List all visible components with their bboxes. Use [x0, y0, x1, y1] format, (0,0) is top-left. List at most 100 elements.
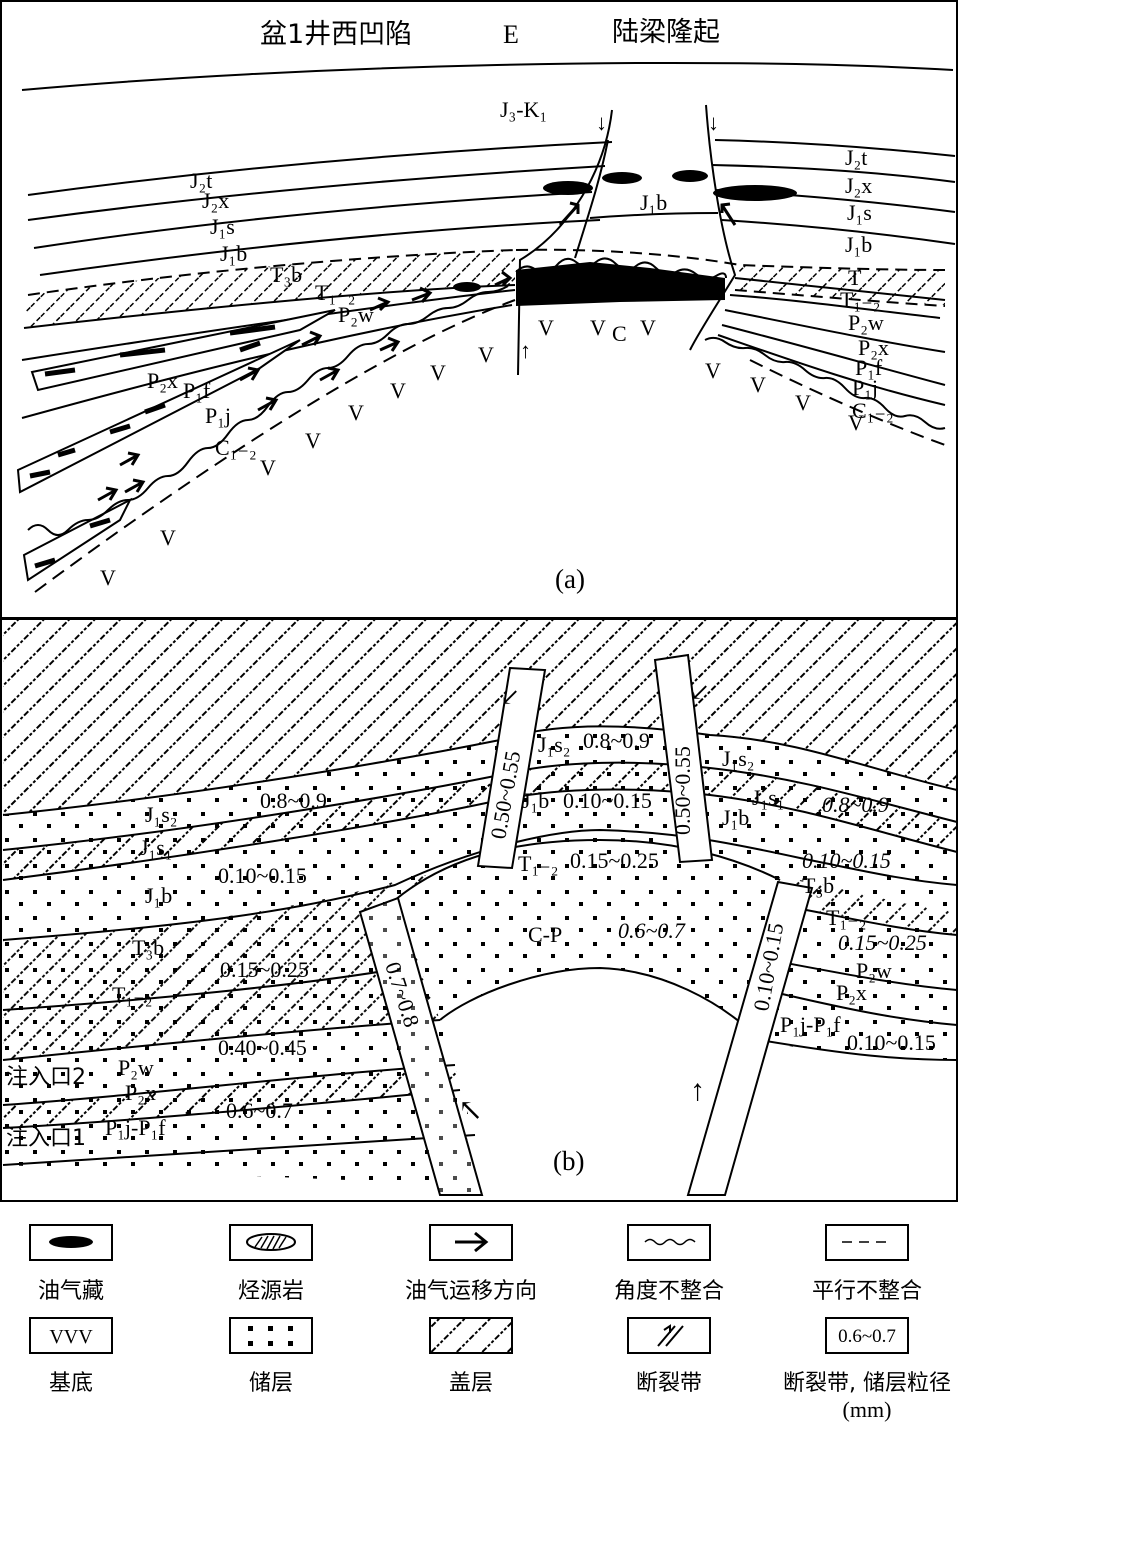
source-rock-icon — [246, 1233, 296, 1251]
fault-arrow-b4: ↑ — [690, 1074, 705, 1107]
legend: 油气藏 烃源岩 油气运移方向 角度不整合 平行不整合 VVV 0.6~0.7 基… — [29, 1224, 951, 1422]
svg-text:V: V — [478, 342, 494, 367]
layer-boundaries-b — [2, 725, 958, 1166]
oil-gas-reservoir-icon — [49, 1236, 93, 1248]
c12-base-right — [749, 359, 946, 446]
t3b-caprock-left — [24, 250, 515, 328]
label-b-left-j1b: J₁b — [145, 883, 172, 908]
basement-arch-b — [440, 968, 760, 1195]
svg-text:V: V — [100, 565, 116, 590]
label-b-left-t3b: T₃b — [132, 935, 164, 960]
legend-box-fault-zone — [627, 1317, 711, 1354]
label-b-left-j1s2: J₁s₂ — [145, 802, 177, 827]
panel-b-frame — [0, 618, 958, 1202]
label-left-p1f: P₁f — [183, 378, 211, 403]
value-fault-2: 0.50~0.55 — [670, 746, 695, 835]
migration-arrow-icon — [455, 1231, 489, 1253]
panel-a: 盆1井西凹陷 E 陆梁隆起 — [0, 0, 958, 619]
legend-box-grain-size — [825, 1317, 909, 1354]
fault-arrow-b1: ↙ — [500, 685, 520, 711]
inlet-1-label: 注入口1 — [6, 1126, 86, 1151]
value-center-j1b: 0.10~0.15 — [563, 788, 652, 813]
reservoir-icon — [248, 1326, 293, 1346]
label-b-center-j1s2: J₁s₂ — [538, 732, 570, 757]
label-b-left-j1s1: J₁s₁ — [140, 835, 172, 860]
value-left-j1b: 0.10~0.15 — [218, 863, 307, 888]
legend-label-caprock: 盖层 — [449, 1371, 493, 1396]
upper-strata-lines — [21, 61, 956, 276]
label-right-j2x: J₂x — [845, 173, 872, 198]
central-unconformity — [515, 257, 727, 280]
legend-label-grain-size: 断裂带, 储层粒径 — [783, 1371, 951, 1396]
header-luliang-uplift: 陆梁隆起 — [612, 17, 720, 48]
legend-label-parallel-unconformity: 平行不整合 — [812, 1279, 922, 1304]
label-b-right-t12: T₁₋₂ — [826, 905, 866, 930]
label-left-p2x: P₂x — [147, 368, 178, 393]
legend-label-migration: 油气运移方向 — [405, 1279, 537, 1304]
panel-b: ↙ ↙ ↖ ↑ J₁s₂ J₁s₁ J₁b T₃b T₁₋₂ P₂w P₂x P… — [0, 618, 958, 1202]
label-b-right-p2x: P₂x — [836, 980, 867, 1005]
label-left-p1j: P₁j — [205, 403, 231, 428]
label-b-right-j1b: J₁b — [722, 805, 749, 830]
svg-text:V: V — [260, 455, 276, 480]
legend-label-fault-zone: 断裂带 — [636, 1371, 702, 1396]
legend-label-reservoir: 储层 — [249, 1371, 293, 1396]
parallel-unconformity-base-right — [734, 289, 946, 307]
fault-zone-3-dots — [360, 898, 482, 1195]
label-left-j1b: J₁b — [220, 241, 247, 266]
svg-text:V: V — [430, 360, 446, 385]
label-right-p2x: P₂x — [858, 335, 889, 360]
fault-arrow-a3: ↑ — [520, 338, 531, 363]
caprock-band-1 — [3, 762, 957, 880]
header-west-depression: 盆1井西凹陷 — [260, 19, 412, 50]
svg-text:V: V — [640, 315, 656, 340]
value-right-p1: 0.10~0.15 — [847, 1030, 936, 1055]
value-center-j1s2: 0.8~0.9 — [583, 728, 650, 753]
angular-unconformity-icon — [644, 1238, 696, 1246]
svg-text:V: V — [848, 410, 864, 435]
value-left-t12: 0.15~0.25 — [220, 957, 309, 982]
caprock-top-b — [3, 620, 957, 815]
label-left-t12: T₁₋₂ — [315, 280, 355, 305]
svg-text:V: V — [795, 390, 811, 415]
label-right-c12: C₁₋₂ — [852, 398, 894, 423]
label-right-t12: T₁₋₂ — [840, 287, 880, 312]
label-b-left-p2x: P₂x — [125, 1080, 156, 1105]
label-j3k1: J₃-K₁ — [500, 97, 547, 122]
faults-panel-a — [517, 104, 737, 376]
label-b-left-t12: T₁₋₂ — [112, 982, 152, 1007]
value-left-j1s2: 0.8~0.9 — [260, 788, 327, 813]
label-right-j1b: J₁b — [845, 232, 872, 257]
label-b-right-t3b: T₃b — [802, 873, 834, 898]
header-east-indicator: E — [503, 20, 519, 49]
fault-arrow-b3: ↖ — [458, 1094, 483, 1127]
svg-text:V: V — [590, 315, 606, 340]
reservoir-p2w-band — [3, 1020, 455, 1105]
legend-label-basement: 基底 — [49, 1371, 93, 1396]
fault-arrow-a1: ↓ — [596, 110, 607, 135]
source-rock-dashes — [29, 324, 276, 569]
label-right-p1f: P₁f — [855, 355, 883, 380]
svg-text:V: V — [305, 428, 321, 453]
lower-right-strata-lines — [717, 277, 946, 406]
label-b-center-j1b: J₁b — [522, 788, 549, 813]
legend-box-basement — [29, 1317, 113, 1354]
grain-size-icon: 0.6~0.7 — [838, 1326, 896, 1347]
label-b-left-p1jp1f: P₁j-P₁f — [105, 1115, 166, 1140]
inlet-2-label: 注入口2 — [6, 1065, 86, 1090]
reservoir-p1-band — [3, 1090, 475, 1165]
c-p-core — [395, 840, 780, 1040]
legend-label-source-rock: 烃源岩 — [238, 1279, 304, 1304]
migration-arrows — [97, 201, 737, 502]
label-b-left-p2w: P₂w — [118, 1055, 154, 1080]
label-left-j1s: J₁s — [210, 214, 235, 239]
basement-icon: VVV — [49, 1326, 93, 1348]
value-right-j1b: 0.10~0.15 — [802, 848, 891, 873]
label-b-right-p2w: P₂w — [856, 958, 892, 983]
label-center-j1b: J₁b — [640, 190, 667, 215]
label-b-right-j1s2: J₁s₂ — [722, 746, 754, 771]
label-left-j2t: J₂t — [190, 168, 212, 193]
label-b-right-p1jp1f: P₁j-P₁f — [780, 1012, 841, 1037]
